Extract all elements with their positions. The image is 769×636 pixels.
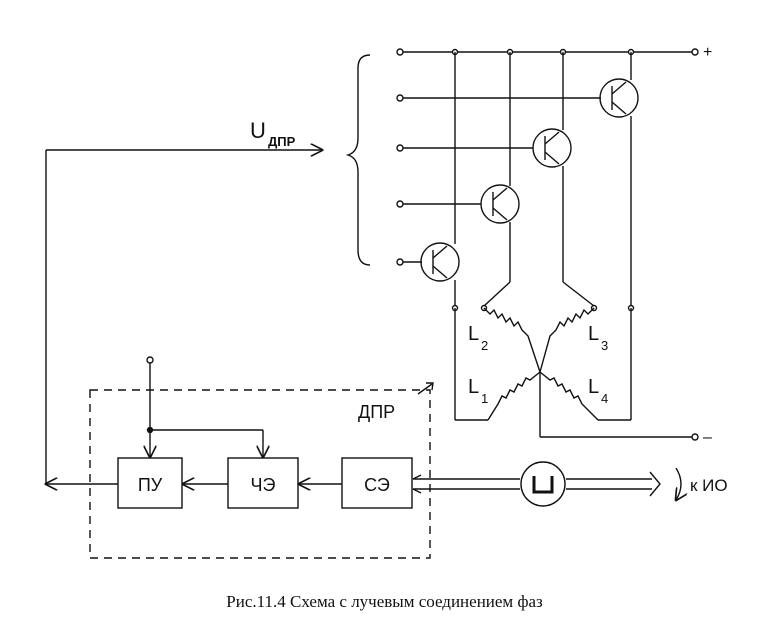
block-pu-label: ПУ [138,475,163,495]
coil-l3 [539,307,595,373]
coil-l1 [487,371,541,421]
sensor-label: ДПР [358,402,395,422]
output-label: к ИО [690,476,728,495]
coil-l2-label: L [468,323,479,345]
transistor-2 [480,184,520,224]
figure-caption: Рис.11.4 Схема с лучевым соединением фаз [226,592,543,611]
transistor-1 [420,242,460,282]
signal-label: U [250,118,266,143]
signal-subscript: ДПР [268,134,296,149]
coil-l4 [539,371,599,421]
minus-label: – [703,429,712,446]
sensor-enclosure [89,389,431,559]
coil-l2 [483,307,541,373]
transistor-4 [599,78,639,118]
coil-l4-sub: 4 [601,391,608,406]
coil-l2-sub: 2 [481,338,488,353]
input-brace [345,54,371,266]
coil-l1-label: L [468,376,479,398]
rotor-symbol [520,461,566,507]
minus-terminal [691,433,699,441]
coil-l3-label: L [588,323,599,345]
coil-l4-label: L [588,376,599,398]
coil-l1-sub: 1 [481,391,488,406]
block-che-label: ЧЭ [251,475,276,495]
transistor-3 [532,128,572,168]
plus-terminal [691,48,699,56]
block-se-label: СЭ [364,475,390,495]
block-se [341,457,413,509]
rotation-arrow [676,467,681,500]
coil-l3-sub: 3 [601,338,608,353]
plus-label: + [703,44,712,61]
